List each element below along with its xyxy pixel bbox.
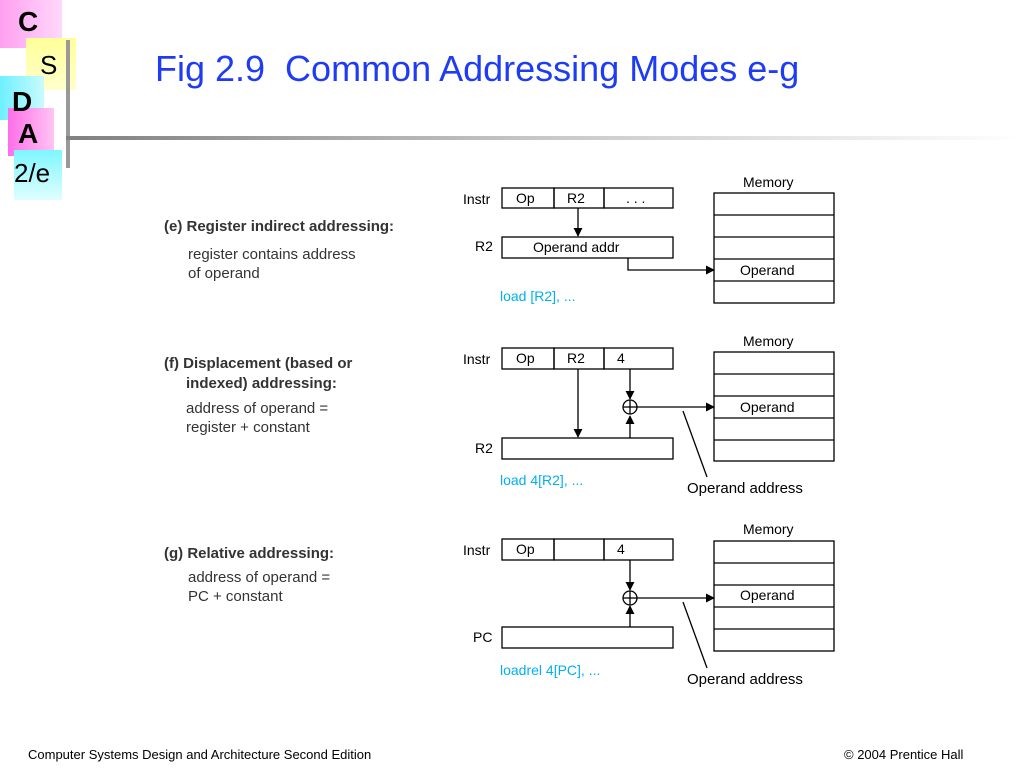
mode-g-operand-text: Operand — [740, 587, 794, 603]
logo-vertical-rule — [66, 40, 70, 168]
mode-f-instr-label: Instr — [463, 351, 491, 367]
mode-g-memory-label: Memory — [743, 521, 794, 537]
mode-f-address-pointer — [682, 410, 708, 478]
mode-e-instr-label: Instr — [463, 191, 491, 207]
mode-e-memory-block — [713, 192, 835, 304]
mode-g-desc-1: address of operand = — [188, 569, 331, 586]
mode-g-instr-label: Instr — [463, 542, 491, 558]
logo-edition: 2/e — [14, 158, 51, 188]
mode-e-diagram: Instr Op R2 . . . R2 Operand addr Memory… — [463, 174, 835, 304]
mode-f-field-op: Op — [516, 350, 535, 366]
mode-e-desc-1: register contains address — [188, 246, 356, 263]
mode-g-address-label: Operand address — [687, 671, 803, 688]
mode-f-heading-2: indexed) addressing: — [186, 375, 337, 392]
logo-letter-s: S — [40, 50, 58, 80]
logo-letter-a: A — [18, 118, 39, 149]
mode-g-diagram: Instr Op 4 PC Memory Operand loadrel 4[P… — [463, 521, 835, 688]
mode-f-instr-const-field — [603, 347, 674, 370]
mode-f-syntax: load 4[R2], ... — [500, 472, 583, 488]
mode-f-field-reg: R2 — [567, 350, 585, 366]
mode-e-arrow-mem — [627, 258, 715, 275]
mode-e-field-op: Op — [516, 190, 535, 206]
logo-letter-c: C — [18, 6, 39, 37]
mode-f-heading: (f) Displacement (based or — [164, 355, 353, 372]
mode-e-reg-label: R2 — [475, 238, 493, 254]
mode-f-register-box — [501, 437, 674, 460]
mode-f-address-label: Operand address — [687, 480, 803, 497]
mode-e-field-reg: R2 — [567, 190, 585, 206]
footer-left: Computer Systems Design and Architecture… — [28, 747, 372, 762]
mode-g-memory-block — [713, 540, 835, 652]
mode-f-operand-text: Operand — [740, 399, 794, 415]
mode-f-desc-2: register + constant — [186, 419, 310, 436]
mode-e-register-text: Operand addr — [533, 239, 620, 255]
logo-square-a — [8, 108, 54, 156]
page-title: Fig 2.9 Common Addressing Modes e-g — [155, 48, 800, 89]
mode-g-instr-const-field — [603, 538, 674, 561]
mode-g-desc-2: PC + constant — [188, 588, 283, 605]
mode-f-desc-1: address of operand = — [186, 400, 329, 417]
mode-g-pc-box — [501, 626, 674, 649]
mode-f-memory-label: Memory — [743, 333, 794, 349]
mode-g-instr-empty-field — [553, 538, 605, 561]
logo-square-e — [14, 150, 62, 200]
mode-e-memory-label: Memory — [743, 174, 794, 190]
mode-g-reg-label: PC — [473, 629, 492, 645]
mode-e-heading: (e) Register indirect addressing: — [164, 218, 395, 235]
logo-letter-d: D — [12, 86, 33, 117]
mode-f-diagram: Instr Op R2 4 R2 Memory Operand loa — [463, 333, 835, 497]
mode-g-field-op: Op — [516, 541, 535, 557]
mode-e-operand-text: Operand — [740, 262, 794, 278]
mode-g-address-pointer — [682, 601, 708, 669]
mode-f-field-const: 4 — [617, 350, 625, 366]
mode-e-desc-2: of operand — [188, 265, 260, 282]
footer-right: © 2004 Prentice Hall — [844, 747, 964, 762]
mode-g-field-const: 4 — [617, 541, 625, 557]
mode-f-memory-block — [713, 351, 835, 462]
mode-e-instr-extra-field — [603, 187, 674, 209]
mode-e-register-box — [501, 236, 674, 259]
mode-e-syntax: load [R2], ... — [500, 288, 575, 304]
mode-g-syntax: loadrel 4[PC], ... — [500, 662, 600, 678]
title-rule — [66, 136, 1024, 140]
mode-f-reg-label: R2 — [475, 440, 493, 456]
mode-e-field-extra: . . . — [626, 190, 645, 206]
mode-g-heading: (g) Relative addressing: — [164, 545, 335, 562]
